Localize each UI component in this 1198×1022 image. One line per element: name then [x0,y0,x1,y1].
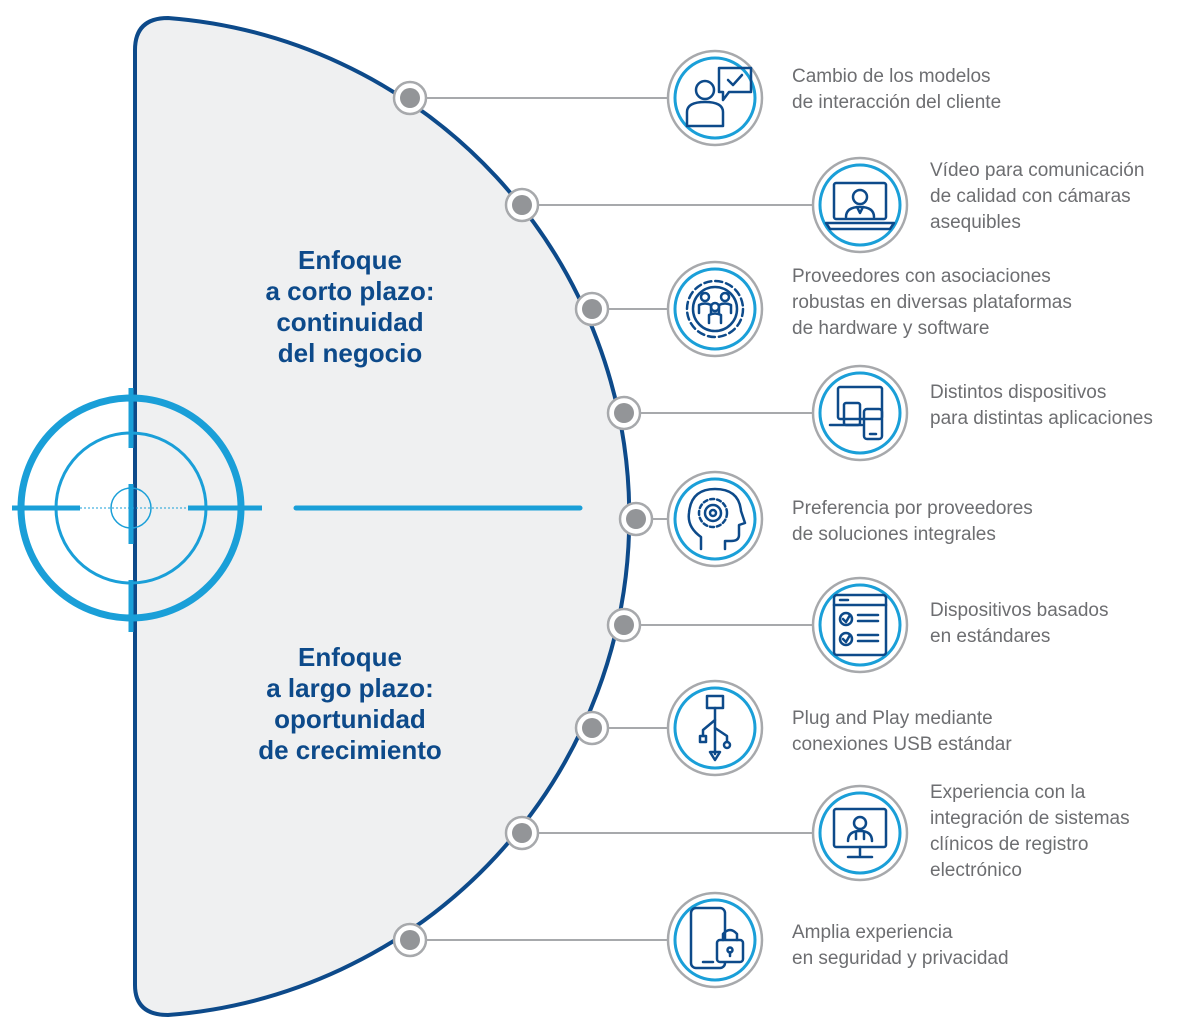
connector-dot [618,501,654,537]
item-label-line: Experiencia con la [930,782,1086,803]
long-term-line: Enfoque [298,642,402,672]
item-label-line: robustas en diversas plataformas [792,292,1072,313]
connector-dot [606,395,642,431]
item-label-line: Distintos dispositivos [930,382,1107,403]
item-label-line: clínicos de registro [930,834,1089,855]
connector-dot [392,80,428,116]
item-label-line: de calidad con cámaras [930,186,1131,207]
item-label-line: Preferencia por proveedores [792,498,1033,519]
item-label: Distintos dispositivos para distintas apl… [930,380,1153,432]
connector-dot [504,187,540,223]
long-term-heading: Enfoque a largo plazo: oportunidad de cr… [200,642,500,766]
item-label: Preferencia por proveedores de soluciones… [792,496,1033,548]
long-term-line: de crecimiento [258,735,442,765]
item-label-line: para distintas aplicaciones [930,408,1153,429]
short-term-line: del negocio [277,338,423,368]
short-term-line: continuidad [276,307,424,337]
usb-icon [666,679,764,777]
item-label-line: en seguridad y privacidad [792,948,1009,969]
phone-lock-icon [666,891,764,989]
short-term-line: Enfoque [298,245,402,275]
connector-dot [392,922,428,958]
item-label-line: asequibles [930,212,1021,233]
item-label-line: de interacción del cliente [792,92,1002,113]
devices-icon [811,364,909,462]
item-label-line: electrónico [930,860,1022,881]
item-label: Experiencia con la integración de sistema… [930,780,1130,884]
item-label: Amplia experiencia en seguridad y privaci… [792,920,1009,972]
item-icons [666,49,909,989]
item-label-line: Proveedores con asociaciones [792,266,1051,287]
person-chat-icon [666,49,764,147]
item-label: Cambio de los modelos de interacción del … [792,64,1001,116]
item-label-line: de soluciones integrales [792,524,996,545]
item-label: Vídeo para comunicación de calidad con cá… [930,158,1144,236]
long-term-line: oportunidad [274,704,426,734]
item-label-line: Plug and Play mediante [792,708,993,729]
half-circle-panel [133,15,632,1018]
connector-dot [606,607,642,643]
item-label: Plug and Play mediante conexiones USB est… [792,706,1012,758]
item-label-line: en estándares [930,626,1051,647]
connector-dot [574,291,610,327]
item-label-line: integración de sistemas [930,808,1130,829]
connector-dot [574,710,610,746]
video-laptop-icon [811,156,909,254]
item-label-line: Amplia experiencia [792,922,953,943]
connector-dot [504,815,540,851]
item-label-line: Vídeo para comunicación [930,160,1145,181]
short-term-line: a corto plazo: [265,276,435,306]
item-label-line: conexiones USB estándar [792,734,1012,755]
short-term-heading: Enfoque a corto plazo: continuidad del n… [200,245,500,369]
item-label-line: Dispositivos basados [930,600,1109,621]
item-label-line: de hardware y software [792,318,990,339]
gear-people-icon [666,260,764,358]
head-target-icon [666,470,764,568]
item-label: Proveedores con asociaciones robustas en … [792,264,1072,342]
item-label: Dispositivos basados en estándares [930,598,1108,650]
monitor-doctor-icon [811,784,909,882]
item-label-line: Cambio de los modelos [792,66,991,87]
target-icon [12,388,583,632]
connectors [392,80,860,958]
long-term-line: a largo plazo: [266,673,434,703]
checklist-window-icon [811,576,909,674]
